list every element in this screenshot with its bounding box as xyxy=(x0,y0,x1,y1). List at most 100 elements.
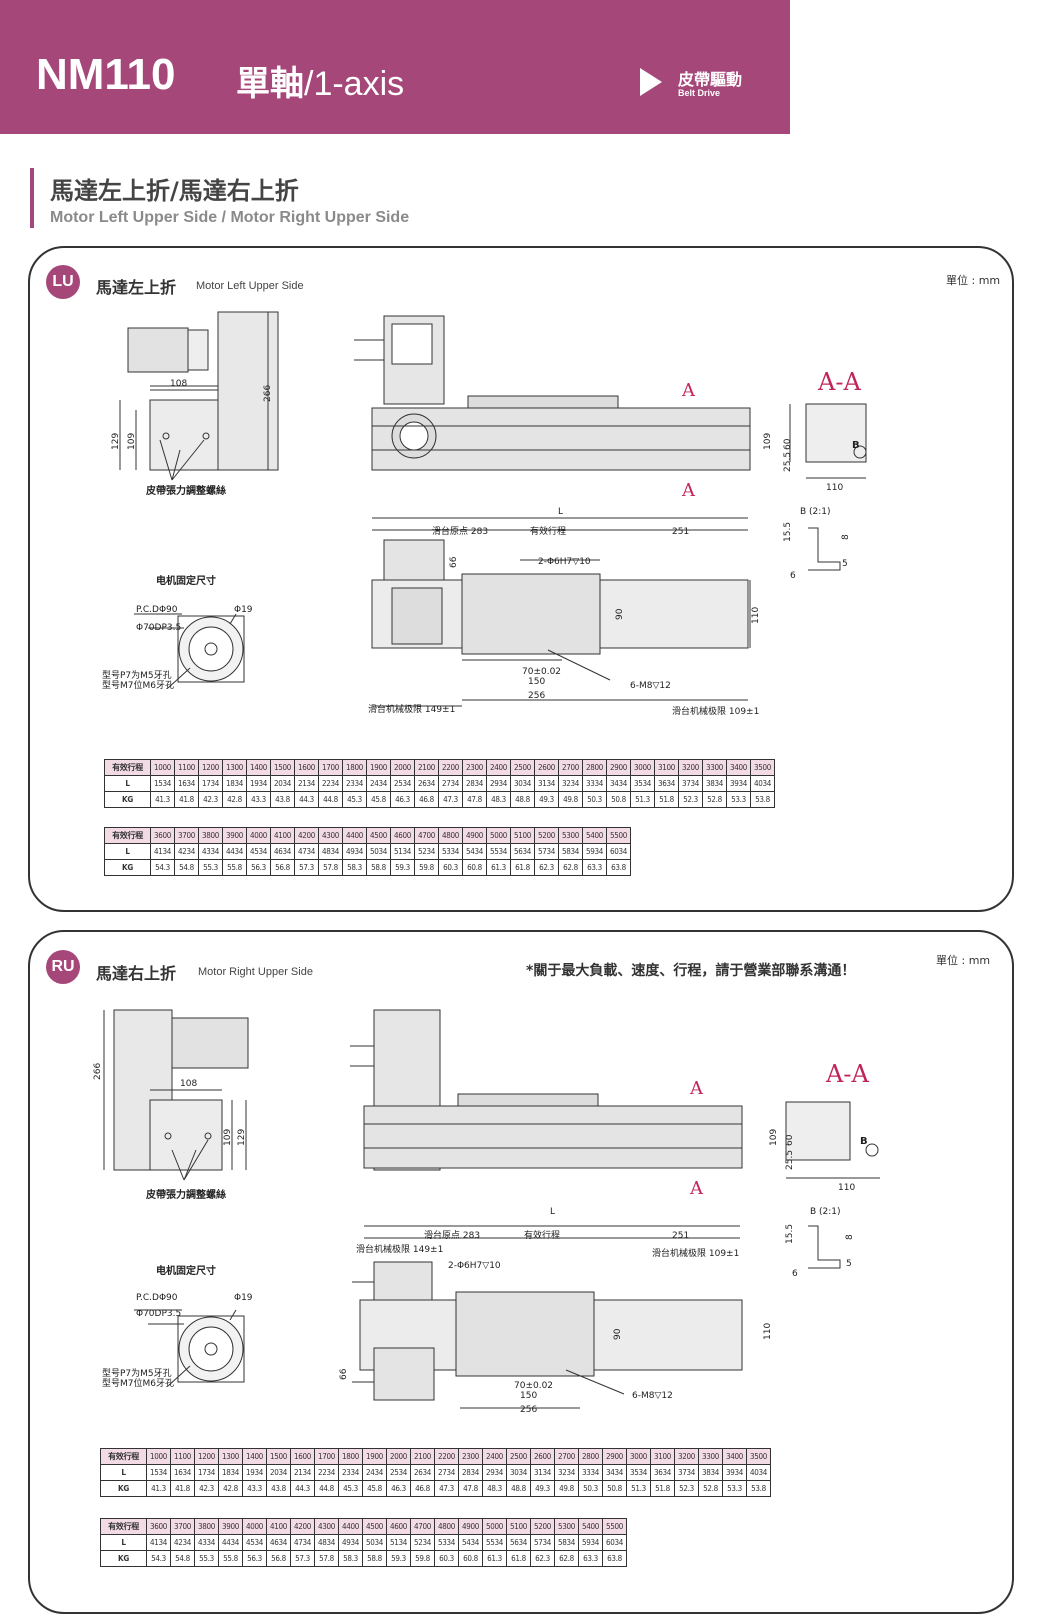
table-cell: 59.3 xyxy=(386,1550,411,1567)
lu-pcd: P.C.DΦ90 xyxy=(136,605,178,615)
table-cell: 43.3 xyxy=(242,1480,267,1497)
table-cell: 1700 xyxy=(318,759,343,776)
table-cell: 5200 xyxy=(530,1518,555,1535)
table-cell: 4334 xyxy=(194,1534,219,1551)
table-cell: 4634 xyxy=(270,843,295,860)
drive-type-zh: 皮帶驅動 xyxy=(678,70,743,89)
row-label: L xyxy=(104,843,151,860)
ru-dim-8: 8 xyxy=(845,1234,855,1240)
table-cell: 51.8 xyxy=(650,1480,675,1497)
table-cell: 5734 xyxy=(534,843,559,860)
table-cell: 58.3 xyxy=(342,859,367,876)
table-cell: 2134 xyxy=(294,775,319,792)
table-cell: 3734 xyxy=(678,775,703,792)
table-cell: 5400 xyxy=(578,1518,603,1535)
table-cell: 52.8 xyxy=(698,1480,723,1497)
table-cell: 54.8 xyxy=(170,1550,195,1567)
ru-unit: 單位 : mm xyxy=(936,954,991,967)
table-cell: 4100 xyxy=(270,827,295,844)
table-cell: 1100 xyxy=(170,1448,195,1465)
lu-top-carriage xyxy=(461,573,601,655)
table-cell: 2134 xyxy=(290,1464,315,1481)
table-cell: 42.3 xyxy=(194,1480,219,1497)
table-cell: 42.3 xyxy=(198,791,223,808)
table-cell: 2934 xyxy=(486,775,511,792)
table-cell: 2334 xyxy=(342,775,367,792)
table-cell: 1200 xyxy=(198,759,223,776)
table-cell: 4000 xyxy=(242,1518,267,1535)
table-cell: 55.8 xyxy=(222,859,247,876)
table-cell: 2234 xyxy=(314,1464,339,1481)
table-cell: 5500 xyxy=(606,827,631,844)
table-cell: 3100 xyxy=(650,1448,675,1465)
table-cell: 1800 xyxy=(338,1448,363,1465)
ru-dim-l: L xyxy=(550,1207,555,1217)
lu-dim-60: 60 xyxy=(783,438,793,450)
table-cell: 53.8 xyxy=(750,791,775,808)
table-cell: 5300 xyxy=(558,827,583,844)
table-cell: 2200 xyxy=(434,1448,459,1465)
lu-dim-266: 266 xyxy=(263,385,273,402)
lu-model-note1: 型号P7为M5牙孔 xyxy=(102,669,172,681)
table-cell: 5400 xyxy=(582,827,607,844)
table-cell: 5834 xyxy=(558,843,583,860)
table-cell: 5934 xyxy=(578,1534,603,1551)
lu-aa-title: A-A xyxy=(817,368,861,396)
ru-section-a-top: A xyxy=(689,1078,704,1099)
table-cell: 45.8 xyxy=(366,791,391,808)
table-cell: 4534 xyxy=(242,1534,267,1551)
table-cell: 52.3 xyxy=(678,791,703,808)
table-cell: 50.8 xyxy=(602,1480,627,1497)
ru-section-aa xyxy=(785,1101,851,1161)
table-cell: 5100 xyxy=(506,1518,531,1535)
row-label: KG xyxy=(104,859,151,876)
table-cell: 56.3 xyxy=(242,1550,267,1567)
table-cell: 61.8 xyxy=(506,1550,531,1567)
lu-tol-70: 70±0.02 xyxy=(522,667,561,677)
lu-model-note2: 型号M7位M6牙孔 xyxy=(102,679,174,691)
table-cell: 4734 xyxy=(294,843,319,860)
table-cell: 2900 xyxy=(602,1448,627,1465)
table-cell: 49.8 xyxy=(558,791,583,808)
table-cell: 2834 xyxy=(458,1464,483,1481)
lu-dim-25-5: 25.5 xyxy=(783,452,793,472)
table-cell: 5000 xyxy=(482,1518,507,1535)
table-cell: 2534 xyxy=(386,1464,411,1481)
ru-dim-110b: 110 xyxy=(763,1323,773,1340)
table-cell: 45.8 xyxy=(362,1480,387,1497)
table-cell: 2600 xyxy=(534,759,559,776)
table-cell: 3500 xyxy=(750,759,775,776)
table-cell: 1400 xyxy=(246,759,271,776)
table-cell: 52.3 xyxy=(674,1480,699,1497)
model-name: NM110 xyxy=(36,50,176,99)
table-cell: 2500 xyxy=(510,759,535,776)
ru-dim-266: 266 xyxy=(93,1063,103,1080)
ru-pin-hole: 2-Φ6H7▽10 xyxy=(448,1261,501,1271)
table-cell: 57.3 xyxy=(290,1550,315,1567)
table-cell: 4034 xyxy=(746,1464,771,1481)
table-cell: 5534 xyxy=(486,843,511,860)
ru-detail-b xyxy=(808,1225,841,1269)
lu-dim-110b: 110 xyxy=(751,607,761,624)
table-cell: 5334 xyxy=(438,843,463,860)
table-cell: 5134 xyxy=(386,1534,411,1551)
table-cell: 50.3 xyxy=(578,1480,603,1497)
table-cell: 2934 xyxy=(482,1464,507,1481)
table-cell: 4134 xyxy=(150,843,175,860)
table-cell: 1634 xyxy=(170,1464,195,1481)
panel-ru xyxy=(28,930,1014,1614)
table-cell: 2734 xyxy=(434,1464,459,1481)
table-cell: 44.3 xyxy=(290,1480,315,1497)
table-cell: 1534 xyxy=(150,775,175,792)
table-cell: 58.8 xyxy=(366,859,391,876)
table-cell: 4100 xyxy=(266,1518,291,1535)
table-cell: 54.3 xyxy=(146,1550,171,1567)
table-cell: 2534 xyxy=(390,775,415,792)
lu-tap-hole: 6-M8▽12 xyxy=(630,681,671,691)
ru-dim-150: 150 xyxy=(520,1391,537,1401)
table-cell: 2200 xyxy=(438,759,463,776)
table-cell: 47.8 xyxy=(458,1480,483,1497)
ru-label-b: B xyxy=(860,1136,868,1147)
